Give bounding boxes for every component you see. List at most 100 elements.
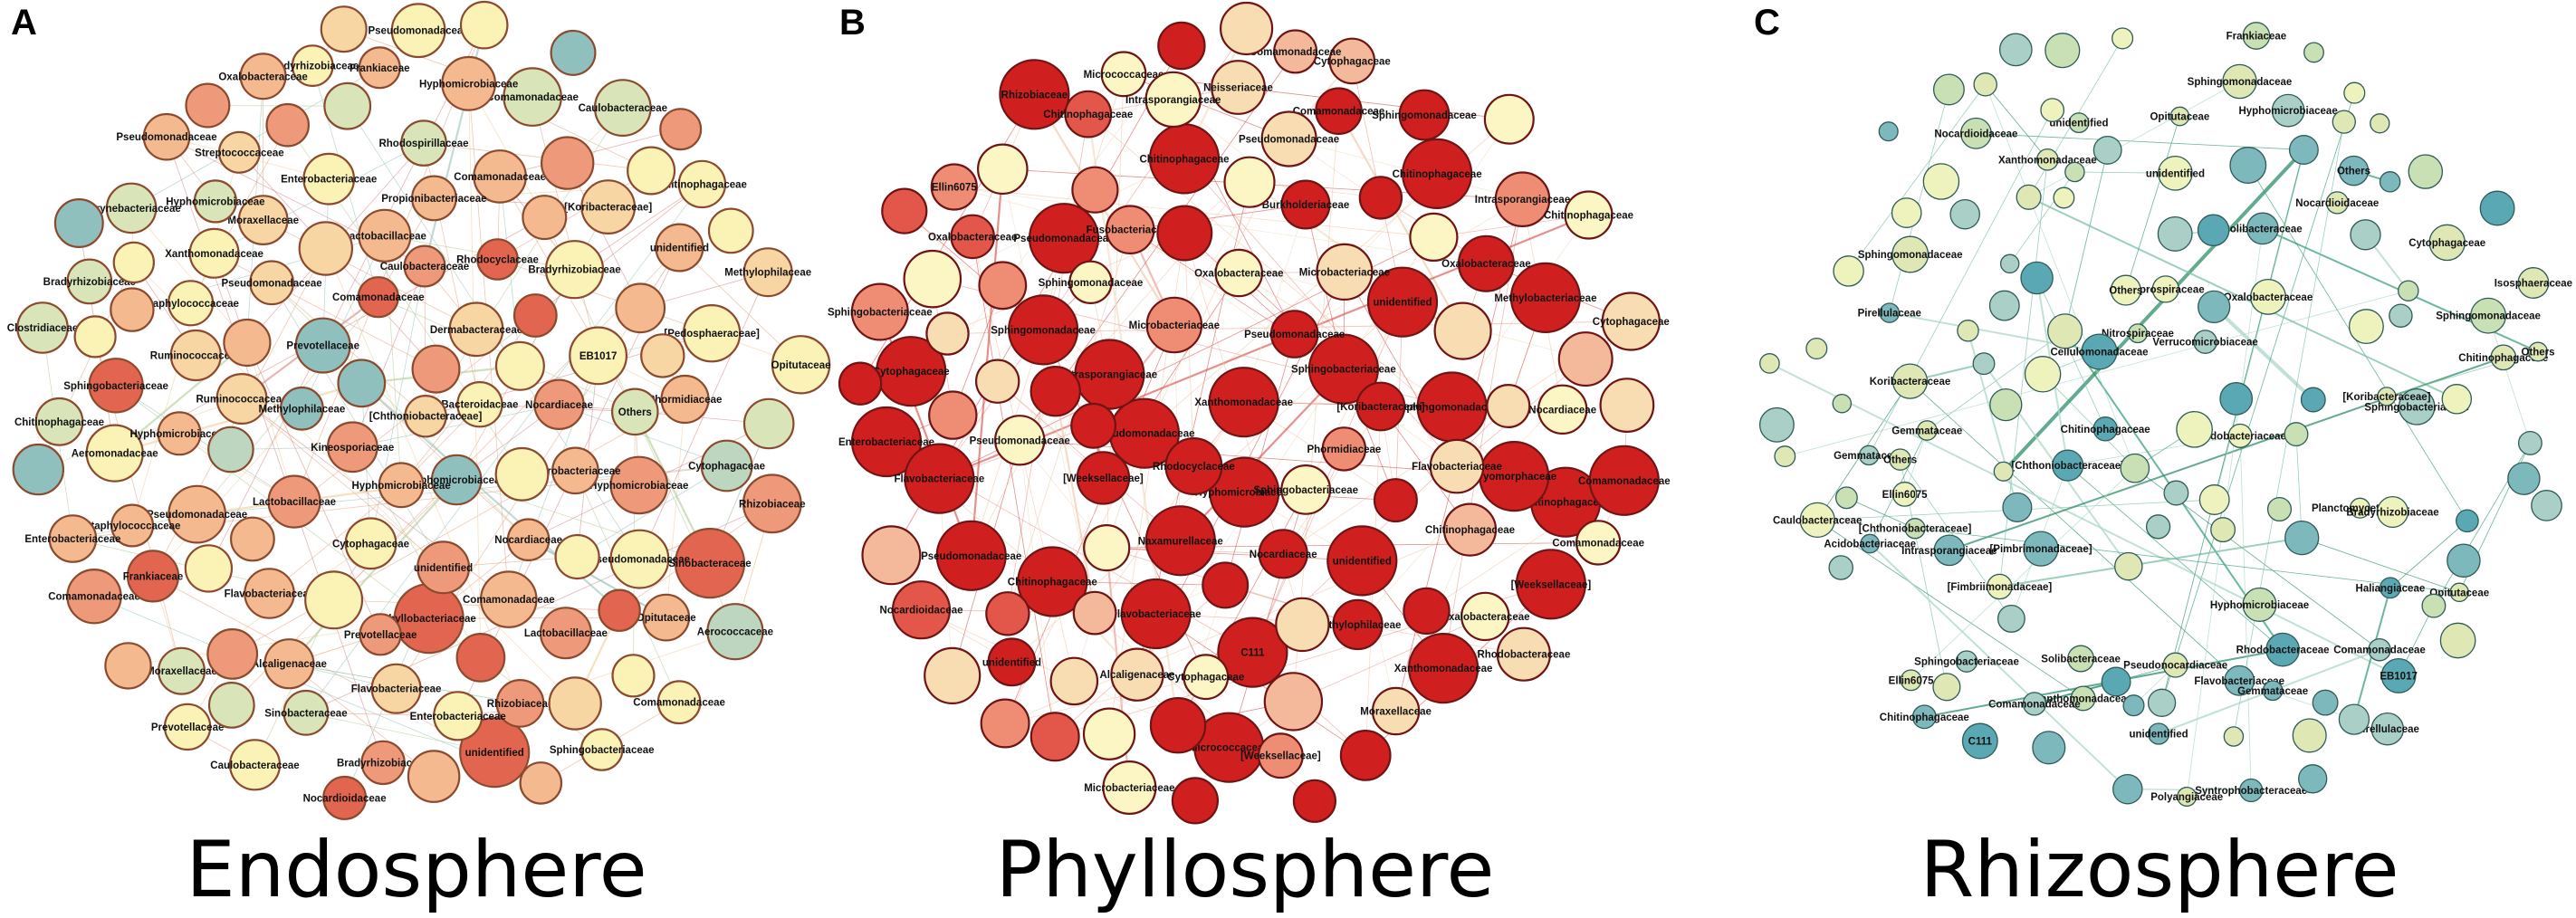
node-label: Chitinophagaceae [1008,578,1097,588]
node-circle [2022,692,2047,716]
node-label: Fusobacteriaceae [1087,225,1174,236]
node-circle [344,517,397,570]
node-circle [1916,420,1938,441]
node-circle [980,698,1030,749]
node-circle [2122,694,2145,717]
node-label: Chitinophagaceae [657,179,747,190]
network-edge [2239,680,2355,720]
node-label: Comamonadaceae [463,595,555,606]
node-circle [1164,437,1223,496]
network-node: Moraxellaceae [1360,686,1432,736]
network-node: Comamonadaceae [48,569,140,625]
network-node: Others [2337,155,2370,186]
network-node: Others [2521,341,2555,362]
network-edge [953,186,1487,264]
network-node [978,261,1028,311]
network-node: Opitutaceae [2429,582,2489,603]
network-node: Flavobacteriaceae [2194,665,2284,696]
network-node: Opitutaceae [771,335,831,395]
network-node: Nocardioidaceae [1934,117,2017,149]
node-circle [925,311,970,356]
network-node [2163,480,2189,506]
node-circle [660,374,710,425]
network-node: Cytophagaceae [332,517,409,570]
network-node [1878,121,1899,142]
node-circle [400,120,447,167]
node-label: Flavobacteriaceae [225,589,315,600]
network-node [12,443,64,496]
node-circle [1891,482,1918,507]
node-label: Enterobacteriaceae [838,437,934,448]
node-circle [522,195,568,241]
node-label: unidentified [2130,730,2188,741]
network-node: Alcaligenaceae [252,638,327,690]
network-node [185,82,231,129]
node-label: Hyphomicrobiaceae [129,429,228,440]
node-circle [337,359,387,408]
node-circle [928,390,978,440]
network-edge [1848,84,1987,272]
node-circle [1878,121,1899,142]
node-circle [1208,367,1279,438]
node-label: Sphingobacteriaceae [1291,365,1396,376]
node-circle [2398,280,2419,301]
node-label: Haliangiaceae [2356,583,2426,594]
node-circle [1832,393,1853,414]
network-node [2441,384,2473,415]
network-node [707,207,754,254]
node-circle [2246,212,2279,245]
node-label: Rhodospirillaceae [378,139,468,149]
network-node: Ellin6075 [930,163,978,211]
node-circle [1029,712,1080,762]
network-node: Chitinophagaceae [2458,344,2548,371]
network-node: Pirellulaceae [1858,302,1921,323]
network-node: Nocardioidaceae [879,580,963,640]
node-label: Oxalobacteraceae [218,72,307,82]
network-node: Fusobacteriaceae [1087,205,1174,255]
node-label: Bradyrhizobiaceae [43,277,136,288]
network-node: Dermabacteraceae [430,301,522,358]
node-circle [924,646,982,705]
node-label: Sphingomonadaceae [1039,278,1144,289]
node-label: Clostridiaceae [7,323,79,334]
node-label: Flavobacteriaceae [2194,676,2284,687]
node-label: Rhizobiaceae [739,499,806,510]
network-node: Comamonadaceae [1293,87,1384,136]
network-edge [370,265,426,544]
node-circle [304,570,364,630]
node-circle [2101,666,2131,697]
node-label: Aerococcaceae [697,627,773,638]
node-circle [2349,497,2370,519]
network-node: Prevotellaceae [286,317,359,374]
node-label: Oxalobacteraceae [2224,292,2313,303]
node-circle [479,570,538,628]
node-label: Oxalobacteraceae [1441,259,1530,270]
network-node: Caulobacteraceae [579,79,667,138]
node-label: Methylobacteriaceae [1494,293,1596,304]
network-node: Pseudomonadaceae [1013,203,1115,274]
node-circle [126,550,180,603]
panel-endosphere: PhyllobacteriaceaeSinobacteraceaeunident… [7,0,831,915]
node-circle [1949,198,1980,230]
node-label: [Koribacteraceae] [2342,392,2430,403]
network-node [2298,764,2328,794]
network-node: Pseudomonadaceae [116,112,217,161]
network-node [320,5,368,53]
network-node: Comamonadaceae [2333,637,2426,662]
node-label: Others [2521,348,2554,359]
node-circle [2441,384,2473,415]
network-edge [2302,537,2460,593]
network-edge [1868,110,2054,456]
network-node: Pseudomonadaceae [1094,397,1195,469]
network-node: Pseudomonadaceae [147,484,247,544]
network-edge [263,219,477,330]
node-circle [999,59,1070,130]
node-label: Comamonadaceae [454,172,546,183]
network-node: Opitutaceae [2150,106,2209,127]
network-node: Aeromonadaceae [72,424,158,483]
network-node [1993,461,2014,482]
network-node: Hyphomicrobiaceae [129,411,229,456]
network-node [2198,290,2231,324]
network-node: Rhodocyclaceae [456,238,539,281]
network-node: Pseudomonadaceae [921,520,1021,591]
